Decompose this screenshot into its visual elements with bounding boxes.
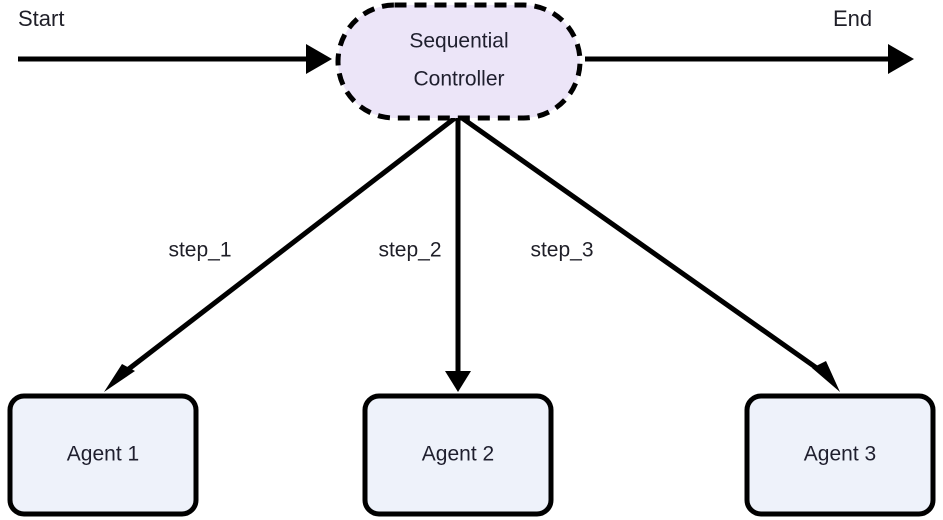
node-agent-2[interactable]: Agent 2 [362,393,554,517]
edge-step-3-label: step_3 [530,239,593,262]
node-agent-1[interactable]: Agent 1 [7,393,199,517]
edge-step-3[interactable] [460,115,840,392]
end-arrow-head-icon [888,44,914,74]
agent-2-label: Agent 2 [422,443,494,466]
edge-step-2-arrow-head-icon [445,371,471,392]
edge-controller-to-end [585,44,914,74]
edge-step-1[interactable] [104,116,457,392]
end-label: End [833,6,872,31]
controller-label-line-1: Sequential [409,30,508,53]
agent-1-shape [7,393,199,517]
node-sequential-controller[interactable]: Sequential Controller [335,2,583,121]
edge-step-2[interactable] [445,118,471,392]
agent-2-shape [362,393,554,517]
agent-1-label: Agent 1 [67,443,139,466]
edge-step-3-arrow-head-icon [812,361,840,392]
edge-step-1-label: step_1 [168,239,231,262]
start-label: Start [18,6,64,31]
agent-3-shape [744,393,936,517]
start-arrow-head-icon [306,44,332,74]
edge-step-3-line [460,115,830,379]
agent-3-label: Agent 3 [804,443,876,466]
edge-step-1-arrow-head-icon [104,364,135,392]
edge-step-2-label: step_2 [378,239,441,262]
node-agent-3[interactable]: Agent 3 [744,393,936,517]
edge-start-to-controller [18,44,332,74]
controller-shape [335,2,583,121]
controller-label-line-2: Controller [413,68,504,91]
edge-step-1-line [115,116,457,380]
